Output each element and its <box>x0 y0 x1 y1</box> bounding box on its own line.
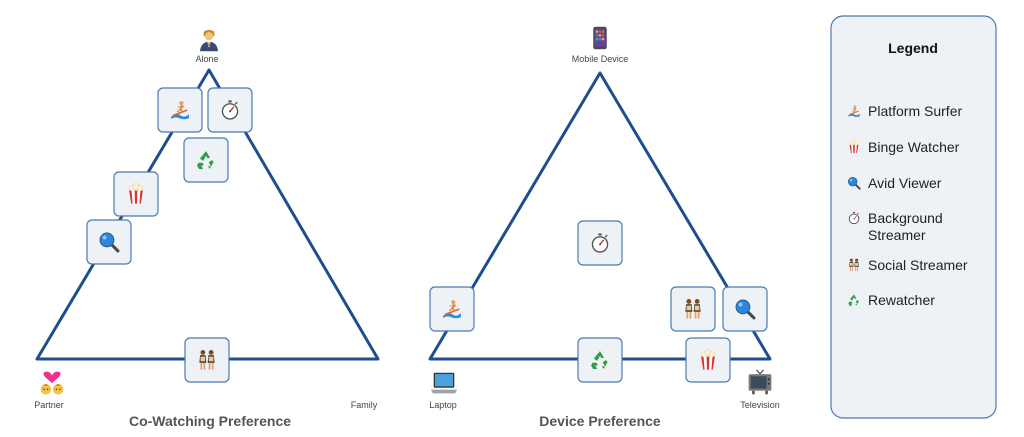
corner-label-laptop: Laptop <box>429 400 457 410</box>
legend-item-rewatcher: Rewatcher <box>848 292 935 308</box>
popcorn-icon <box>849 140 859 154</box>
legend-label-rewatcher: Rewatcher <box>868 292 935 308</box>
co-watching-title: Co-Watching Preference <box>129 413 291 429</box>
legend-label-platform-surfer: Platform Surfer <box>868 103 962 119</box>
legend-item-social-streamer: Social Streamer <box>849 257 968 273</box>
legend-item-avid-viewer: Avid Viewer <box>847 175 942 191</box>
corner-label-partner: Partner <box>34 400 64 410</box>
tile-avid-viewer <box>86 219 132 265</box>
tile-social-streamer <box>670 286 716 332</box>
television-icon <box>747 369 773 395</box>
tile-social-streamer <box>184 337 230 383</box>
tile-binge-watcher <box>113 171 159 217</box>
legend-item-binge-watcher: Binge Watcher <box>849 139 960 155</box>
popcorn-icon <box>700 349 716 370</box>
legend-item-background-streamer: Background Streamer <box>848 210 943 243</box>
corner-label-family: Family <box>351 400 378 410</box>
mobile-phone-icon <box>593 26 607 50</box>
legend-label-background-streamer-line1: Background <box>868 210 943 226</box>
legend-label-background-streamer-line2: Streamer <box>868 227 926 243</box>
tile-binge-watcher <box>685 337 731 383</box>
legend-label-avid-viewer: Avid Viewer <box>868 175 942 191</box>
legend: Legend Platform Surfer Binge Watcher Avi… <box>830 15 997 419</box>
corner-label-mobile-device: Mobile Device <box>572 54 629 64</box>
device-title: Device Preference <box>539 413 661 429</box>
tile-background-streamer <box>207 87 253 133</box>
device-diagram: Mobile Device Laptop Television Device P… <box>428 26 780 429</box>
person-in-suit-icon <box>200 29 218 52</box>
tile-platform-surfer <box>429 286 475 332</box>
laptop-icon <box>430 372 458 394</box>
tile-platform-surfer <box>157 87 203 133</box>
legend-title: Legend <box>888 40 938 56</box>
tile-avid-viewer <box>722 286 768 332</box>
tile-rewatcher <box>183 137 229 183</box>
corner-label-television: Television <box>740 400 780 410</box>
device-triangle <box>428 71 772 361</box>
couple-with-heart-icon <box>40 371 64 395</box>
tile-background-streamer <box>577 220 623 266</box>
corner-label-alone: Alone <box>195 54 218 64</box>
legend-label-social-streamer: Social Streamer <box>868 257 968 273</box>
co-watching-diagram: Alone Partner Family Co-Watching Prefere… <box>34 29 380 429</box>
legend-label-binge-watcher: Binge Watcher <box>868 139 960 155</box>
legend-item-platform-surfer: Platform Surfer <box>848 103 962 119</box>
tile-rewatcher <box>577 337 623 383</box>
legend-box <box>830 15 997 419</box>
popcorn-icon <box>128 183 144 204</box>
